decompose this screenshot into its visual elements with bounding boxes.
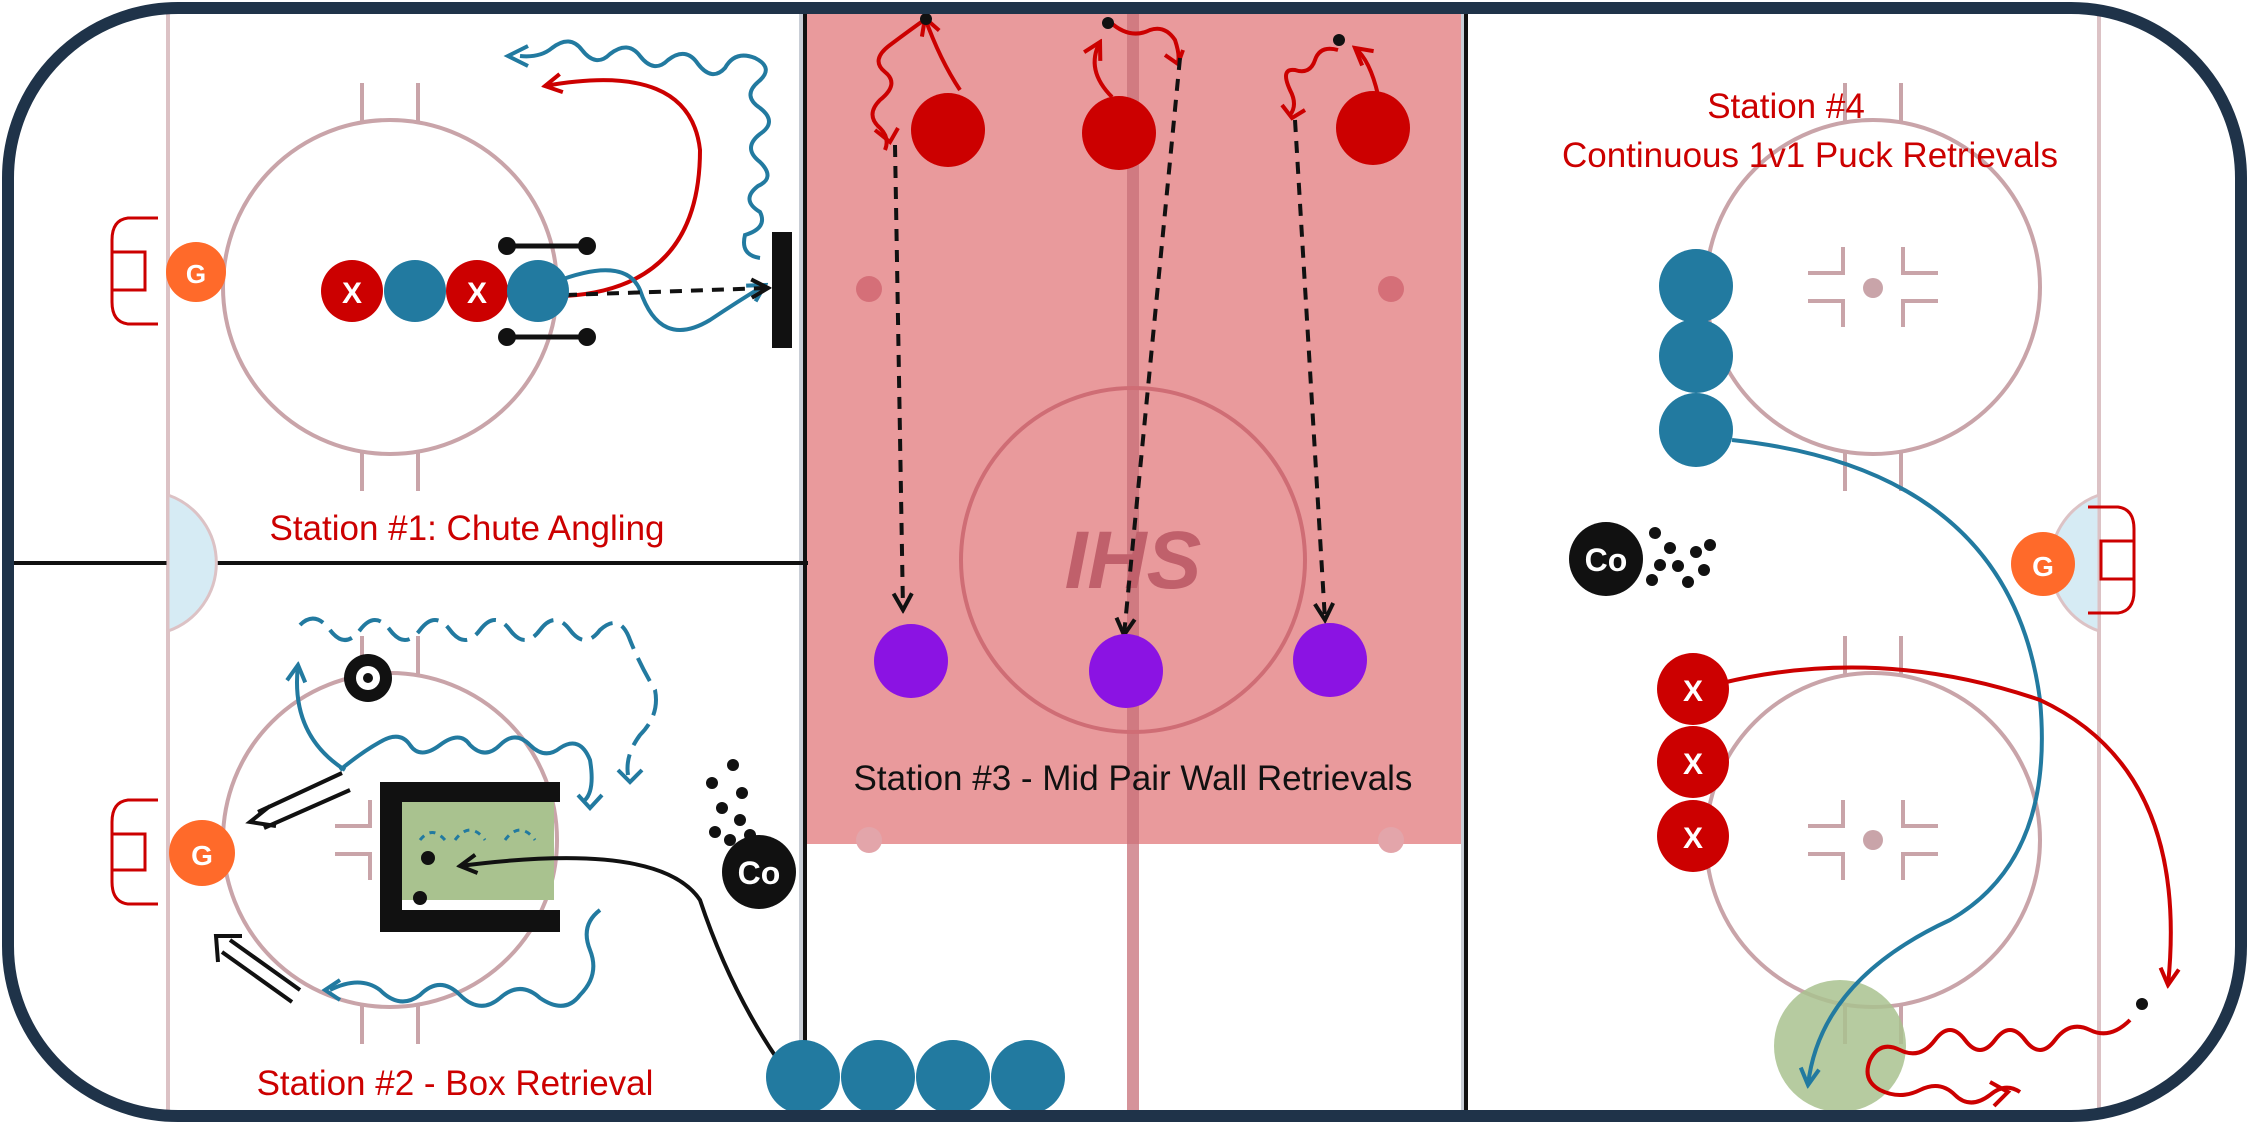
s3-red-arrow-1 — [925, 18, 962, 92]
s2-bottom-wiggle-end — [321, 978, 342, 1002]
station-4-label-line1: Station #4 — [1707, 87, 1865, 126]
s4-red-player-x: X — [1657, 653, 1729, 725]
s2-waiting-player — [766, 1040, 840, 1114]
s1-player-x: X — [446, 260, 508, 322]
s2-box-area — [402, 802, 554, 900]
crease-left — [166, 492, 218, 634]
s1-player-o — [507, 260, 569, 322]
svg-text:G: G — [186, 259, 206, 289]
s2-puck — [413, 891, 427, 905]
s4-blue-player — [1659, 249, 1733, 323]
s4-red-wiggle — [1865, 1018, 2132, 1105]
s3-pass-1 — [895, 144, 903, 610]
station-4-label-line2: Continuous 1v1 Puck Retrievals — [1562, 136, 2058, 175]
s4-blue-path — [1731, 438, 2044, 1085]
s3-red-arrow-3 — [1355, 48, 1380, 96]
svg-text:G: G — [191, 840, 213, 871]
svg-text:X: X — [467, 277, 487, 310]
s3-puck — [920, 13, 932, 25]
s3-red-player — [1082, 96, 1156, 170]
svg-text:X: X — [1683, 748, 1703, 781]
neutral-dot — [856, 276, 882, 302]
s3-purple-player — [874, 624, 948, 698]
s4-blue-player — [1659, 319, 1733, 393]
neutral-dot — [856, 827, 882, 853]
goal-net-left-bottom — [110, 798, 158, 906]
goal-net-left-top — [110, 216, 158, 326]
s2-inner-loop-path — [338, 734, 594, 802]
s2-box-puck-markers — [418, 828, 537, 842]
faceoff-dot-right-top — [1863, 278, 1883, 298]
station-3-label: Station #3 - Mid Pair Wall Retrievals — [854, 759, 1413, 798]
s1-chute-post — [578, 237, 596, 255]
s4-blue-player — [1659, 393, 1733, 467]
s3-red-wiggle-end-3 — [1280, 103, 1307, 121]
s2-tire-center — [363, 673, 373, 683]
s3-purple-player — [1089, 634, 1163, 708]
s2-outer-loop-end — [616, 768, 644, 785]
svg-text:X: X — [1683, 822, 1703, 855]
station-2-label: Station #2 - Box Retrieval — [257, 1064, 654, 1103]
s4-coach: Co — [1569, 522, 1643, 596]
s1-chute-post — [498, 237, 516, 255]
s1-goalie: G — [166, 242, 226, 302]
s3-red-arrow-2 — [1095, 42, 1114, 99]
s2-goalie: G — [169, 820, 235, 886]
s4-red-player-x: X — [1657, 726, 1729, 798]
s3-red-player — [1336, 91, 1410, 165]
s1-pass-line — [564, 288, 768, 295]
s4-puck-pile — [1646, 527, 1716, 588]
svg-text:Co: Co — [1585, 542, 1628, 578]
s2-waiting-player — [991, 1040, 1065, 1114]
s1-chute — [510, 243, 585, 340]
s4-red-wiggle-end — [1989, 1080, 2012, 1108]
s2-up-path — [297, 665, 347, 772]
s4-puck — [2136, 998, 2148, 1010]
s2-inner-loop-end — [576, 793, 604, 811]
svg-text:G: G — [2032, 551, 2054, 582]
svg-text:Co: Co — [738, 855, 781, 891]
s1-skate-path-blue — [519, 39, 771, 260]
s3-puck — [1333, 34, 1345, 46]
s2-waiting-player — [841, 1040, 915, 1114]
s2-waiting-player — [916, 1040, 990, 1114]
faceoff-dot-right-bottom — [1863, 830, 1883, 850]
station-1-label: Station #1: Chute Angling — [269, 509, 664, 548]
center-circle — [959, 386, 1307, 734]
s2-double-arrow-top — [245, 771, 351, 830]
s1-chute-post — [578, 328, 596, 346]
s3-puck — [1102, 17, 1114, 29]
svg-text:X: X — [1683, 675, 1703, 708]
neutral-dot — [1378, 827, 1404, 853]
goal-net-right — [2088, 505, 2136, 615]
s4-red-path — [1721, 665, 2171, 985]
s1-wall-target — [772, 232, 792, 348]
s1-player-x: X — [321, 260, 383, 322]
s2-pass-path — [460, 858, 780, 1062]
s1-skate-path-end — [503, 44, 529, 68]
s4-red-player-x: X — [1657, 800, 1729, 872]
s2-bottom-wiggle — [329, 908, 602, 1008]
s2-outer-loop-path — [298, 616, 658, 776]
s2-box-wall-side — [380, 782, 402, 932]
s1-player-o — [384, 260, 446, 322]
s1-chute-post — [498, 328, 516, 346]
s3-red-player — [911, 93, 985, 167]
s1-defense-path-blue — [554, 268, 765, 332]
svg-text:X: X — [342, 277, 362, 310]
s3-red-wiggle-3 — [1284, 46, 1339, 117]
s2-double-arrow-bottom — [213, 934, 302, 1004]
s3-red-wiggle-1 — [870, 16, 929, 151]
s2-coach: Co — [722, 835, 796, 909]
s2-puck — [421, 851, 435, 865]
s3-red-wiggle-2 — [1108, 20, 1181, 63]
neutral-dot — [1378, 276, 1404, 302]
s4-goalie: G — [2011, 532, 2075, 596]
s3-purple-player — [1293, 623, 1367, 697]
s3-red-wiggle-end-1 — [873, 127, 900, 146]
s3-pass-2 — [1124, 57, 1182, 635]
